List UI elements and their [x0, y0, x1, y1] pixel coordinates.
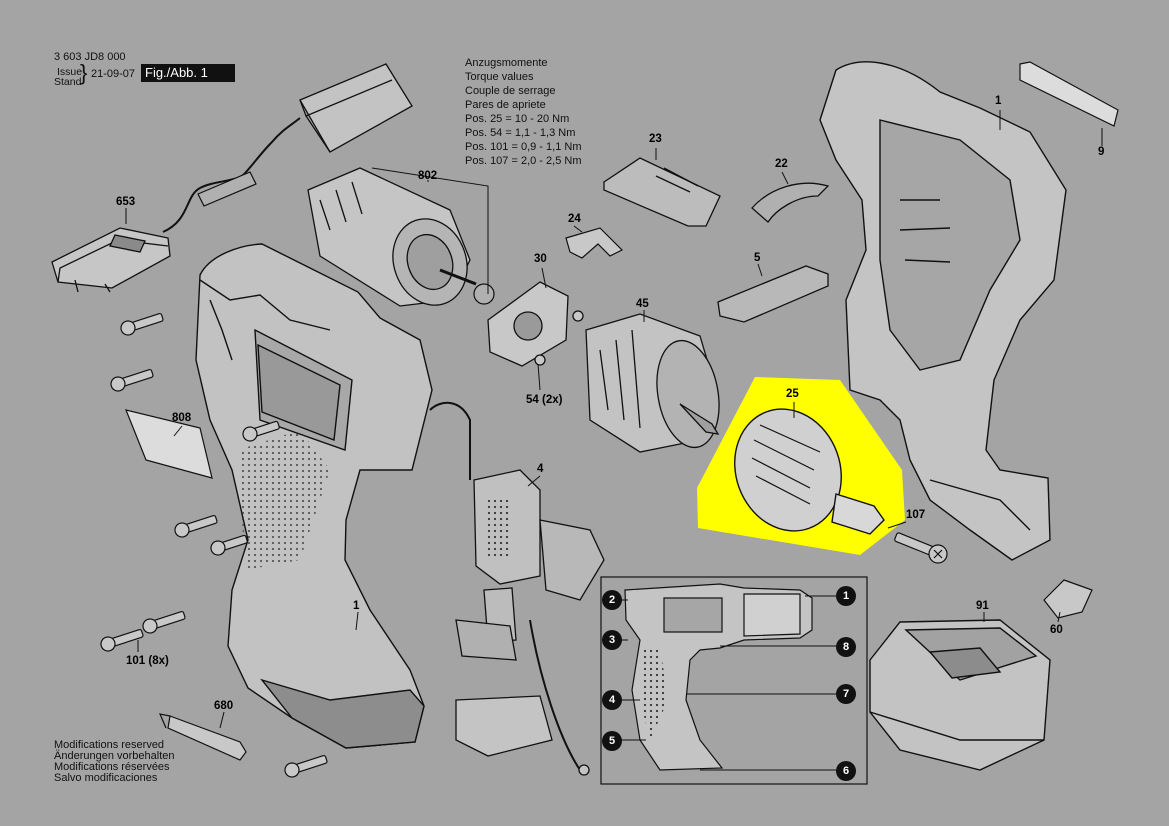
- charger-653: [51, 227, 171, 293]
- part-label-680: 680: [214, 700, 234, 712]
- part-label-808: 808: [172, 412, 192, 424]
- housing-right: [819, 61, 1067, 561]
- part-label-9: 9: [1098, 146, 1105, 158]
- torque-line: Torque values: [465, 71, 534, 83]
- part-60: [1043, 579, 1093, 619]
- housing-left: [195, 243, 433, 749]
- leader-lines: [125, 110, 1103, 729]
- cover-23: [603, 157, 721, 227]
- charger-cable: [162, 117, 301, 233]
- part-label-60: 60: [1050, 624, 1063, 636]
- figure-label: Fig./Abb. 1: [141, 64, 235, 82]
- doc-number: 3 603 JD8 000: [54, 51, 126, 63]
- switch-4: [429, 401, 605, 776]
- part-label-45: 45: [636, 298, 649, 310]
- inset-callout-4: 4: [602, 690, 622, 710]
- modifications-line: Modifications reserved: [54, 739, 165, 751]
- part-label-1-housing-right: 1: [995, 95, 1002, 107]
- torque-line: Pares de apriete: [465, 99, 546, 111]
- part-label-54: 54 (2x): [526, 394, 563, 406]
- part-label-25: 25: [786, 388, 799, 400]
- issue-brace: }: [80, 60, 88, 85]
- power-adapter: [299, 63, 413, 153]
- plate-30: [487, 281, 584, 367]
- part-label-653: 653: [116, 196, 136, 208]
- torque-line: Pos. 25 = 10 - 20 Nm: [465, 113, 570, 125]
- inset-callout-3: 3: [602, 630, 622, 650]
- part-label-802: 802: [418, 170, 438, 182]
- inset-callout-6: 6: [836, 761, 856, 781]
- label-9: [1019, 61, 1119, 127]
- torque-line: Pos. 101 = 0,9 - 1,1 Nm: [465, 141, 582, 153]
- torque-line: Anzugsmomente: [465, 57, 548, 69]
- part-label-107: 107: [906, 509, 926, 521]
- part-label-5: 5: [754, 252, 761, 264]
- torque-values-block: Anzugsmomente Torque values Couple de se…: [465, 56, 581, 168]
- part-label-23: 23: [649, 133, 662, 145]
- screws-101: [100, 312, 328, 778]
- stand-label: Stand: [54, 76, 82, 88]
- part-label-22: 22: [775, 158, 788, 170]
- part-label-30: 30: [534, 253, 547, 265]
- clip-24: [565, 227, 624, 259]
- issue-label: Issue: [57, 66, 83, 78]
- bit-680: [158, 713, 247, 761]
- pinion: [473, 283, 495, 305]
- battery-91: [869, 619, 1051, 771]
- inset-callout-5: 5: [602, 731, 622, 751]
- part-label-101: 101 (8x): [126, 655, 169, 667]
- part-label-91: 91: [976, 600, 989, 612]
- issue-date: 21-09-07: [91, 68, 136, 80]
- cap-5: [717, 265, 829, 323]
- part-label-1-housing-left: 1: [353, 600, 360, 612]
- part-label-4: 4: [537, 463, 544, 475]
- inset-leader-lines: [612, 595, 836, 771]
- gearbox-45: [585, 313, 720, 453]
- torque-line: Pos. 107 = 2,0 - 2,5 Nm: [465, 155, 582, 167]
- inset-callout-2: 2: [602, 590, 622, 610]
- screw-107: [894, 532, 948, 564]
- modifications-line: Modifications réservées: [54, 761, 170, 773]
- inset-drill-drawing: [624, 583, 813, 771]
- part-label-24: 24: [568, 213, 581, 225]
- modifications-line: Änderungen vorbehalten: [54, 750, 175, 762]
- inset-callout-8: 8: [836, 637, 856, 657]
- motor-802: [307, 167, 477, 307]
- torque-line: Couple de serrage: [465, 85, 556, 97]
- badge-22: [751, 182, 830, 223]
- torque-line: Pos. 54 = 1,1 - 1,3 Nm: [465, 127, 576, 139]
- inset-callout-1: 1: [836, 586, 856, 606]
- chuck-25: [734, 408, 885, 535]
- modifications-block: Modifications reserved Änderungen vorbeh…: [54, 740, 174, 784]
- label-808: [125, 409, 213, 479]
- modifications-line: Salvo modificaciones: [54, 772, 158, 784]
- inset-callout-7: 7: [836, 684, 856, 704]
